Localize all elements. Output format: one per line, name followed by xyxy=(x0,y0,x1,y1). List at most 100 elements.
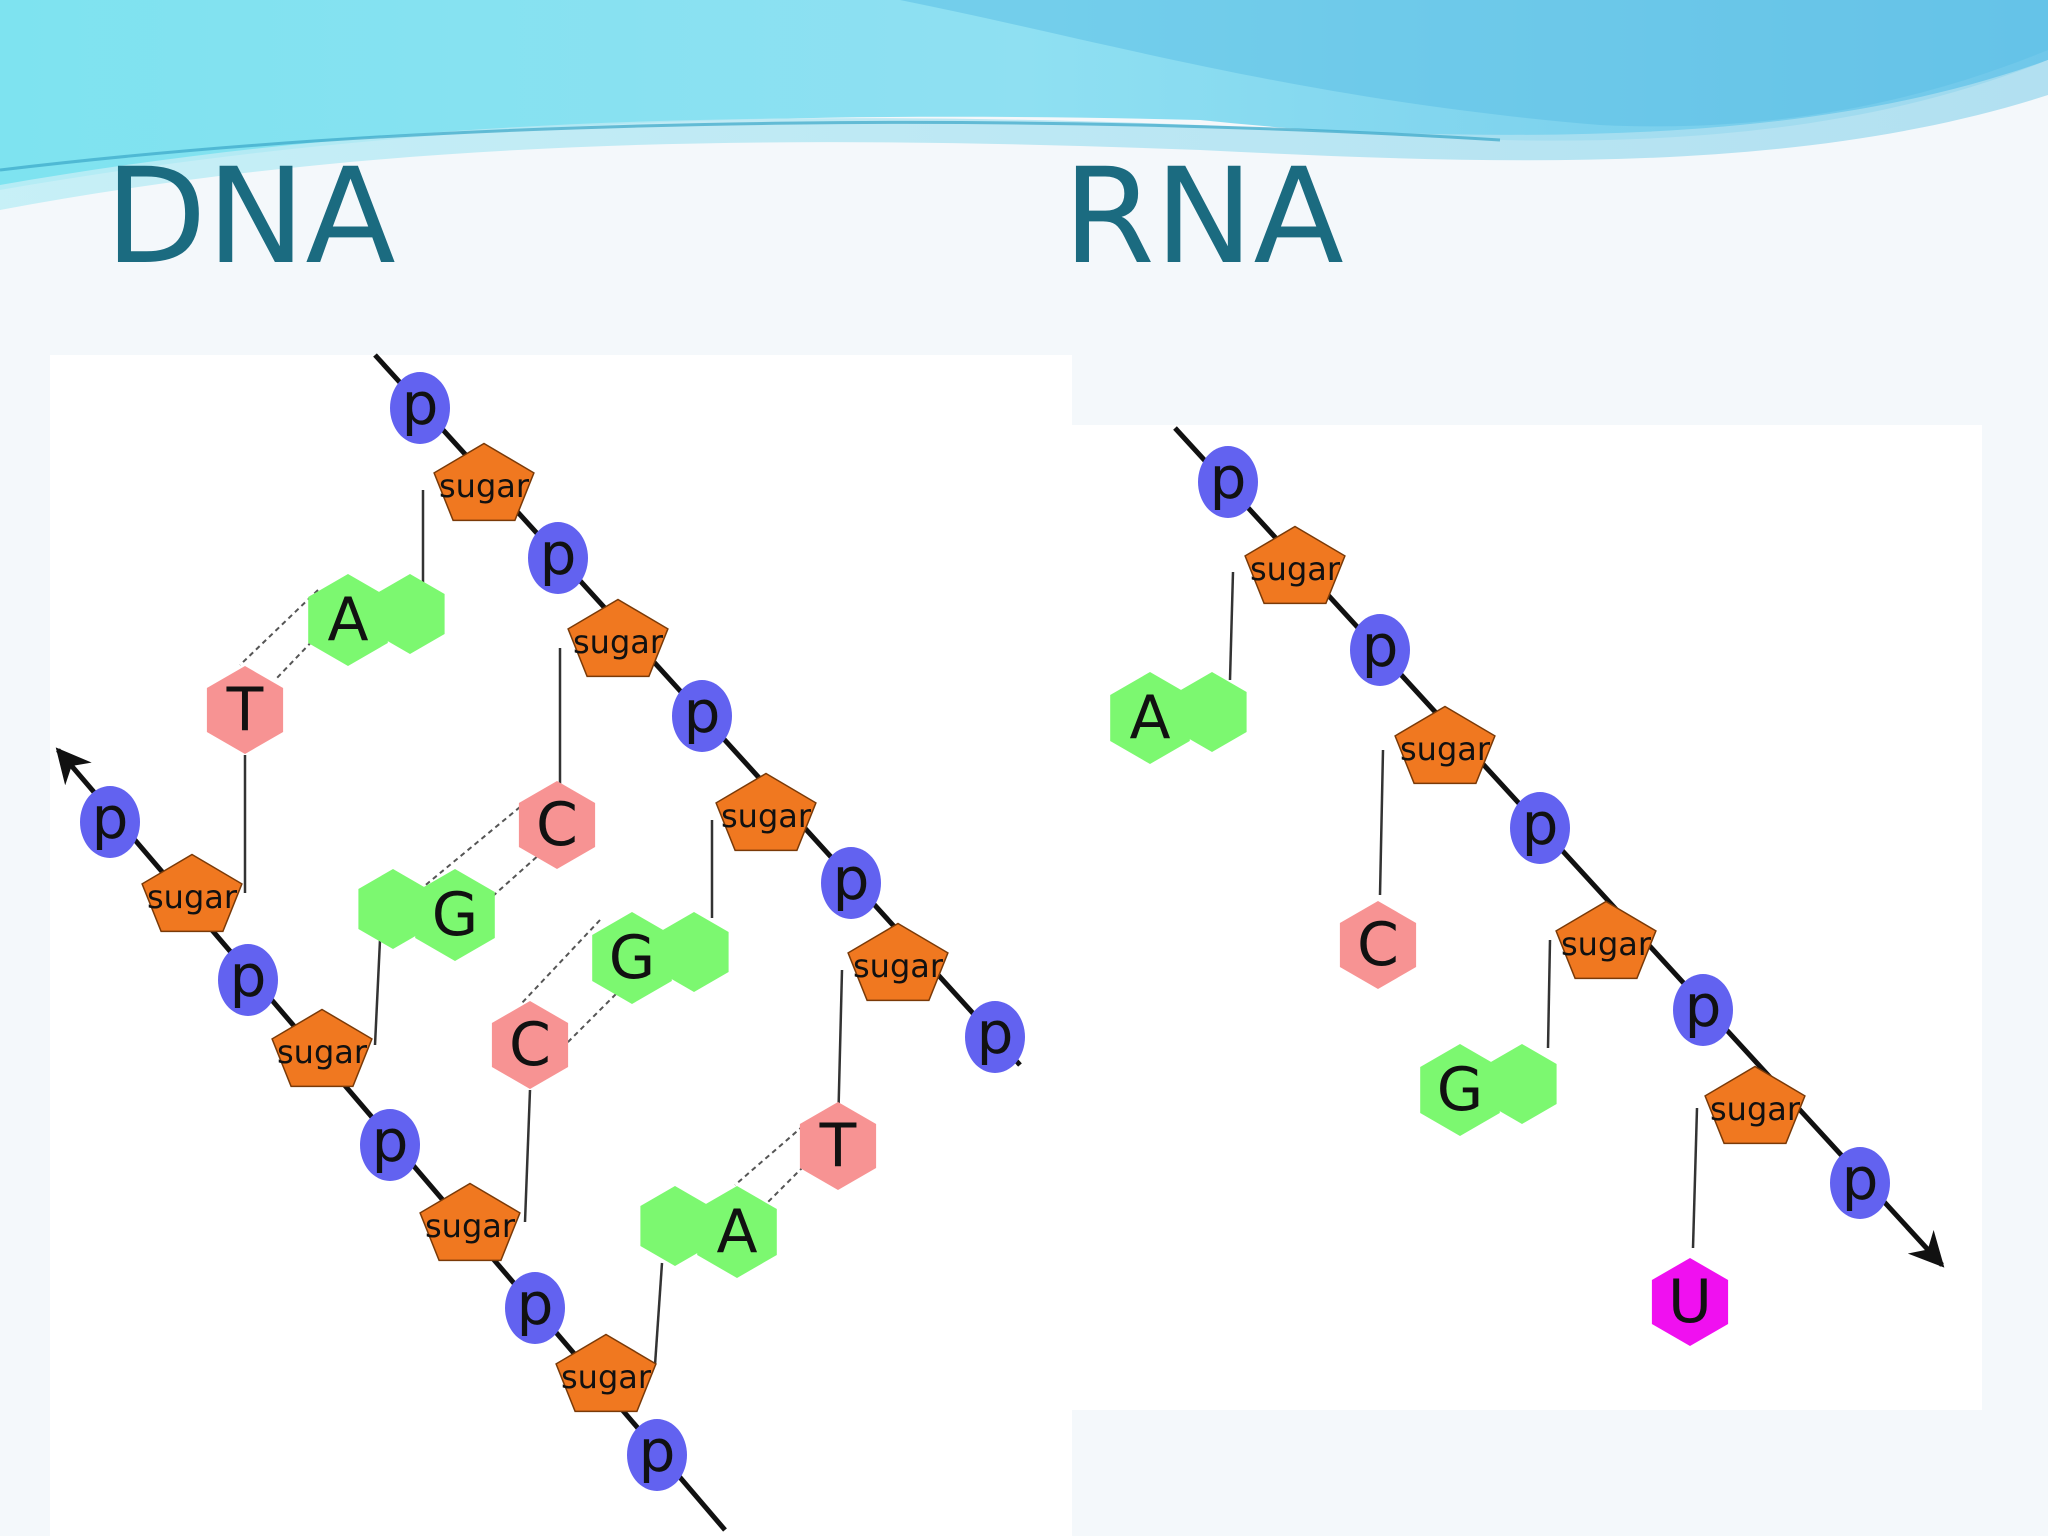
base-shape xyxy=(799,1102,877,1190)
base-shape xyxy=(1177,672,1247,752)
phosphate-label: p xyxy=(540,520,577,588)
dna-base-t-2: T xyxy=(799,1102,877,1190)
rna-connectors xyxy=(1228,571,1699,1249)
sugar-label: sugar xyxy=(439,467,530,505)
base-shape xyxy=(206,666,284,754)
dna-sugar-strand-2-2: sugar xyxy=(271,1008,373,1088)
rna-sugar-2: sugar xyxy=(1394,705,1496,785)
rna-phosphate-5: p xyxy=(1830,1145,1890,1219)
base-shape xyxy=(697,1186,777,1278)
dna-phosphate-strand-2-3: p xyxy=(360,1107,420,1181)
base-shape xyxy=(1651,1258,1729,1346)
dna-phosphate-strand-1-4: p xyxy=(821,845,881,919)
base-letter: C xyxy=(509,1010,551,1080)
phosphate-label: p xyxy=(1685,972,1722,1040)
dna-base-c-1: C xyxy=(518,781,596,869)
dna-base-t-1: T xyxy=(206,666,284,754)
sugar-label: sugar xyxy=(853,947,944,985)
base-shape xyxy=(518,781,596,869)
sugar-label: sugar xyxy=(1400,730,1491,768)
phosphate-label: p xyxy=(402,370,439,438)
base-letter: C xyxy=(1357,910,1399,980)
base-letter: G xyxy=(609,923,656,993)
phosphate-label: p xyxy=(1842,1145,1879,1213)
phosphate-label: p xyxy=(1522,790,1559,858)
dna-sugars: sugar sugar sugar sugar sugar sugar sugar sugar xyxy=(141,442,949,1413)
base-letter: G xyxy=(432,880,479,950)
dna-base-c-2: C xyxy=(491,1001,569,1089)
sugar-label: sugar xyxy=(1561,925,1652,963)
phosphate-label: p xyxy=(639,1417,676,1485)
dna-base-a-1: A xyxy=(308,574,445,666)
base-letter: A xyxy=(327,585,368,655)
dna-sugar-strand-1-3: sugar xyxy=(715,772,817,852)
dna-phosphate-strand-1-2: p xyxy=(528,520,588,594)
dna-phosphates: p p p p p p p p p p xyxy=(80,370,1025,1491)
dna-title: DNA xyxy=(105,140,396,294)
phosphate-label: p xyxy=(517,1270,554,1338)
sugar-label: sugar xyxy=(561,1358,652,1396)
phosphate-label: p xyxy=(977,999,1014,1067)
dna-phosphate-strand-2-4: p xyxy=(505,1270,565,1344)
dna-base-g-2: G xyxy=(592,912,729,1004)
base-shape xyxy=(491,1001,569,1089)
base-shape xyxy=(358,869,428,949)
rna-sugar-4: sugar xyxy=(1704,1065,1806,1145)
base-shape xyxy=(1339,901,1417,989)
phosphate-label: p xyxy=(92,784,129,852)
base-shape xyxy=(375,574,445,654)
rna-sugar-1: sugar xyxy=(1244,525,1346,605)
dna-base-g-1: G xyxy=(358,869,495,961)
rna-base-c: C xyxy=(1339,901,1417,989)
base-shape xyxy=(1110,672,1190,764)
dna-phosphate-strand-2-1: p xyxy=(80,784,140,858)
base-shape xyxy=(640,1186,710,1266)
dna-phosphate-strand-1-1: p xyxy=(390,370,450,444)
sugar-label: sugar xyxy=(721,797,812,835)
base-shape xyxy=(1487,1044,1557,1124)
base-letter: G xyxy=(1437,1055,1484,1125)
dna-phosphate-strand-1-3: p xyxy=(672,678,732,752)
phosphate-label: p xyxy=(833,845,870,913)
dna-sugar-strand-2-1: sugar xyxy=(141,853,243,933)
base-shape xyxy=(1420,1044,1500,1136)
rna-bases: A C G U xyxy=(1110,672,1729,1346)
dna-sugar-strand-2-4: sugar xyxy=(555,1333,657,1413)
rna-phosphate-2: p xyxy=(1350,612,1410,686)
base-shape xyxy=(415,869,495,961)
phosphate-label: p xyxy=(372,1107,409,1175)
sugar-label: sugar xyxy=(147,878,238,916)
base-letter: A xyxy=(1129,683,1170,753)
dna-base-a-2: A xyxy=(640,1186,777,1278)
sugar-label: sugar xyxy=(1710,1090,1801,1128)
base-shape xyxy=(592,912,672,1004)
phosphate-label: p xyxy=(230,942,267,1010)
dna-sugar-strand-2-3: sugar xyxy=(419,1182,521,1262)
rna-sugars: sugar sugar sugar sugar xyxy=(1244,525,1806,1145)
rna-base-u: U xyxy=(1651,1258,1729,1346)
rna-panel xyxy=(1072,425,1982,1410)
sugar-label: sugar xyxy=(425,1207,516,1245)
header-wave xyxy=(0,0,2048,210)
dna-sugar-strand-1-4: sugar xyxy=(847,922,949,1002)
rna-sugar-3: sugar xyxy=(1555,900,1657,980)
base-letter: C xyxy=(536,790,578,860)
sugar-label: sugar xyxy=(277,1033,368,1071)
base-letter: T xyxy=(226,675,264,745)
base-letter: U xyxy=(1668,1267,1712,1337)
base-letter: T xyxy=(819,1111,857,1181)
rna-phosphate-4: p xyxy=(1673,972,1733,1046)
dna-sugar-strand-1-2: sugar xyxy=(567,598,669,678)
dna-phosphate-strand-1-5: p xyxy=(965,999,1025,1073)
dna-sugar-strand-1-1: sugar xyxy=(433,442,535,522)
base-shape xyxy=(308,574,388,666)
sugar-label: sugar xyxy=(573,623,664,661)
base-shape xyxy=(659,912,729,992)
rna-title: RNA xyxy=(1063,140,1344,294)
dna-phosphate-strand-2-5: p xyxy=(627,1417,687,1491)
rna-phosphate-3: p xyxy=(1510,790,1570,864)
sugar-label: sugar xyxy=(1250,550,1341,588)
